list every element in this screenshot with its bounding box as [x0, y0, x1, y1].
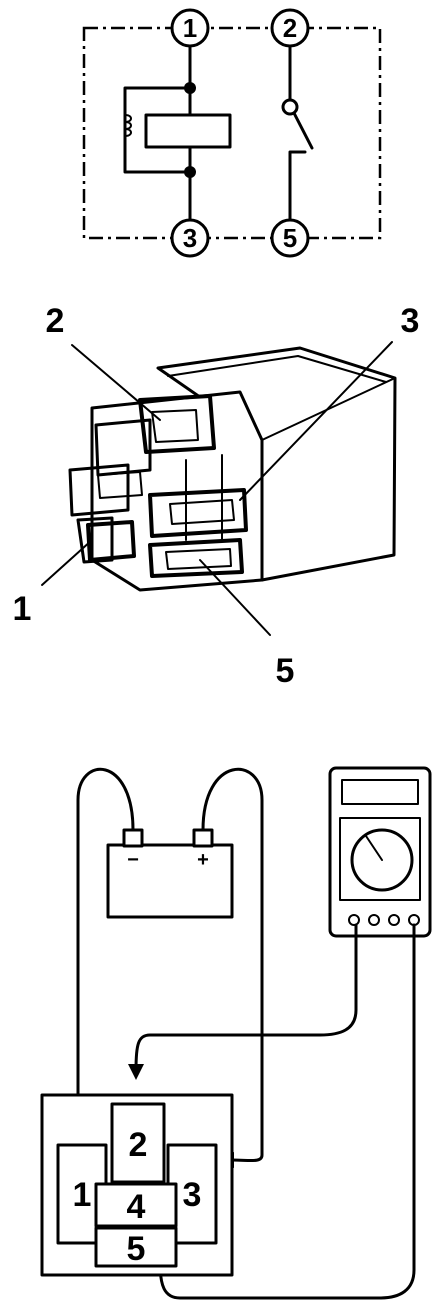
terminal-blade-2-inner [151, 409, 199, 443]
multimeter-display [341, 779, 419, 805]
socket-pin-4-label: 4 [127, 1188, 146, 1226]
leader-line-3 [239, 341, 393, 501]
terminal-1-label: 1 [183, 13, 197, 43]
terminal-blade-2 [138, 394, 216, 454]
callout-3: 3 [401, 302, 420, 340]
socket-pin-5-label: 5 [127, 1230, 146, 1268]
battery-body [106, 843, 234, 919]
battery-negative-sign: − [127, 849, 139, 871]
relay-schematic: 1 2 3 5 [82, 8, 382, 258]
terminal-blade-3 [148, 488, 248, 538]
meter-lead-2-arrow [128, 1064, 144, 1080]
terminal-2-label: 2 [283, 13, 297, 43]
base-slot-mid-left [68, 463, 130, 517]
multimeter-jack-2 [368, 914, 380, 926]
schematic-enclosure [82, 26, 382, 240]
negative-lead-wire [76, 767, 135, 1142]
socket-pin-4 [94, 1182, 178, 1228]
battery-positive-sign: + [197, 849, 209, 871]
meter-lead-to-pin-2 [134, 923, 358, 1072]
terminal-blade-1 [86, 520, 136, 562]
socket-pin-5 [94, 1226, 178, 1268]
socket-pin-3-label: 3 [183, 1176, 202, 1214]
test-setup: − + 1 2 3 4 5 [40, 766, 432, 1300]
terminal-blade-3-inner [169, 499, 235, 525]
socket-pin-3 [166, 1143, 218, 1245]
relay-illustration: 2 3 1 5 [13, 302, 420, 690]
terminal-3-label: 3 [183, 223, 197, 253]
battery-positive-post [192, 828, 214, 848]
multimeter-jack-1 [348, 914, 360, 926]
battery-negative-post [122, 828, 144, 848]
base-slot-upper-left [94, 418, 152, 477]
socket-pin-1-label: 1 [73, 1176, 92, 1214]
socket-pin-2 [110, 1102, 166, 1184]
inductor-symbol [124, 114, 132, 137]
positive-lead-wire [201, 767, 264, 1163]
terminal-blade-5 [148, 538, 244, 578]
multimeter-jack-3 [388, 914, 400, 926]
switch-lower-contact [288, 150, 307, 222]
callout-2: 2 [46, 302, 65, 340]
callout-1: 1 [13, 590, 32, 628]
multimeter-dial-panel [339, 817, 421, 901]
relay-cover-rim [167, 355, 387, 383]
switch-blade [292, 111, 314, 150]
coil-winding-box [144, 113, 232, 149]
callout-5: 5 [276, 652, 295, 690]
leader-line-2 [71, 344, 161, 421]
socket-pin-2-label: 2 [129, 1126, 148, 1164]
leader-line-5 [199, 559, 271, 636]
terminal-5-label: 5 [283, 223, 297, 253]
meter-lead-to-pin-5 [158, 923, 416, 1300]
multimeter-dial-pointer [365, 835, 383, 861]
terminal-blade-5-inner [165, 548, 232, 570]
switch-pivot [281, 98, 299, 116]
leader-line-1 [41, 539, 93, 586]
terminal-blade-hook [97, 471, 143, 499]
